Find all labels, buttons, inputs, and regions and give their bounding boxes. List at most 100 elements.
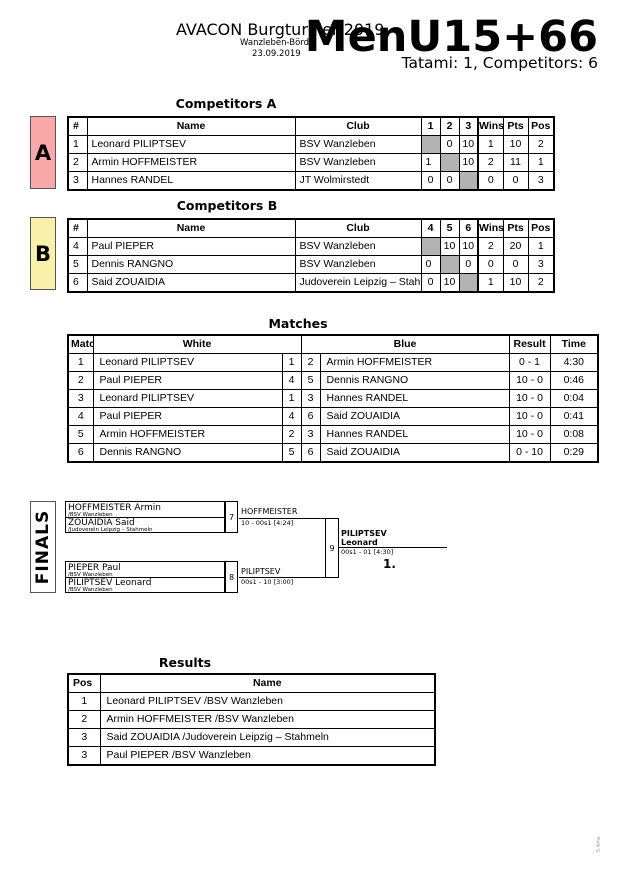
points-cell: 20 xyxy=(502,237,529,256)
col-name: Name xyxy=(86,116,296,136)
col-pos: Pos xyxy=(527,218,555,238)
result-position: 2 xyxy=(67,710,101,729)
blue-fighter: Said ZOUAIDIA xyxy=(319,443,510,463)
blue-fighter: Said ZOUAIDIA xyxy=(319,407,510,426)
white-fighter: Armin HOFFMEISTER xyxy=(92,425,283,444)
competitor-club: BSV Wanzleben xyxy=(294,255,422,274)
pool-a-table: # Name Club 1 2 3 Wins Pts Pos 1 Leonard… xyxy=(67,116,555,191)
col-name: Name xyxy=(86,218,296,238)
match-number: 5 xyxy=(67,425,94,444)
score-cell: 10 xyxy=(439,237,460,256)
col-num: # xyxy=(67,116,88,136)
pool-b-row: 6 Said ZOUAIDIA Judoverein Leipzig – Sta… xyxy=(67,273,555,293)
score-cell: 0 xyxy=(420,171,441,191)
pool-a-row: 3 Hannes RANDEL JT Wolmirstedt 0 0 0 0 3 xyxy=(67,171,555,191)
white-fighter: Paul PIEPER xyxy=(92,407,283,426)
position-cell: 2 xyxy=(527,273,555,293)
semifinal-1-winner: HOFFMEISTER xyxy=(241,507,298,516)
match-time: 0:46 xyxy=(549,371,599,390)
wins-cell: 1 xyxy=(477,135,504,154)
event-place: Wanzleben-Börde xyxy=(240,38,315,48)
score-cell: 10 xyxy=(458,153,479,172)
competitor-name: Leonard PILIPTSEV xyxy=(86,135,296,154)
competitor-name: Armin HOFFMEISTER xyxy=(86,153,296,172)
match-result: 10 - 0 xyxy=(508,425,551,444)
final-place: 1. xyxy=(383,557,396,571)
col-score-5: 5 xyxy=(439,218,460,238)
score-cell xyxy=(420,237,441,256)
fighter-club: /BSV Wanzleben xyxy=(68,512,113,518)
col-pts: Pts xyxy=(502,218,529,238)
pool-b-table: # Name Club 4 5 6 Wins Pts Pos 4 Paul PI… xyxy=(67,218,555,293)
white-number: 4 xyxy=(281,407,302,426)
col-club: Club xyxy=(294,218,422,238)
blue-fighter: Hannes RANDEL xyxy=(319,389,510,408)
competitor-name: Paul PIEPER xyxy=(86,237,296,256)
fighter-club: /Judoverein Leipzig – Stahmeln xyxy=(68,527,153,533)
col-wins: Wins xyxy=(477,116,504,136)
match-result: 0 - 1 xyxy=(508,353,551,372)
blue-fighter: Hannes RANDEL xyxy=(319,425,510,444)
results-header-row: Pos Name xyxy=(67,673,436,693)
white-number: 1 xyxy=(281,353,302,372)
semifinal-2-box: PIEPER Paul /BSV Wanzleben PILIPTSEV Leo… xyxy=(65,561,225,593)
col-score-4: 4 xyxy=(420,218,441,238)
score-cell xyxy=(458,171,479,191)
wins-cell: 0 xyxy=(477,171,504,191)
finals-label: FINALS xyxy=(33,509,53,585)
blue-fighter: Armin HOFFMEISTER xyxy=(319,353,510,372)
col-pos: Pos xyxy=(527,116,555,136)
results-caption: Results xyxy=(158,655,212,670)
score-cell xyxy=(420,135,441,154)
col-pts: Pts xyxy=(502,116,529,136)
competitor-club: Judoverein Leipzig – Stahmeln xyxy=(294,273,422,293)
competitor-club: BSV Wanzleben xyxy=(294,135,422,154)
wins-cell: 0 xyxy=(477,255,504,274)
competitor-number: 1 xyxy=(67,135,88,154)
tatami-info: Tatami: 1, Competitors: 6 xyxy=(401,54,598,72)
result-position: 3 xyxy=(67,746,101,766)
position-cell: 2 xyxy=(527,135,555,154)
competitor-name: Hannes RANDEL xyxy=(86,171,296,191)
result-position: 3 xyxy=(67,728,101,747)
match-number: 8 xyxy=(225,561,238,593)
result-name: Said ZOUAIDIA /Judoverein Leipzig – Stah… xyxy=(99,728,436,747)
result-name: Paul PIEPER /BSV Wanzleben xyxy=(99,746,436,766)
col-white: White xyxy=(92,334,302,354)
blue-number: 2 xyxy=(300,353,321,372)
pool-b-row: 5 Dennis RANGNO BSV Wanzleben 0 0 0 0 3 xyxy=(67,255,555,274)
score-cell: 0 xyxy=(439,135,460,154)
white-fighter: Dennis RANGNO xyxy=(92,443,283,463)
pool-b-header-row: # Name Club 4 5 6 Wins Pts Pos xyxy=(67,218,555,238)
matches-caption: Matches xyxy=(268,316,328,331)
competitor-number: 4 xyxy=(67,237,88,256)
blue-number: 3 xyxy=(300,425,321,444)
pool-a-header-row: # Name Club 1 2 3 Wins Pts Pos xyxy=(67,116,555,136)
blue-number: 5 xyxy=(300,371,321,390)
competitor-name: Dennis RANGNO xyxy=(86,255,296,274)
score-cell: 0 xyxy=(458,255,479,274)
semifinal-2-score: 00s1 - 10 [3:00] xyxy=(241,578,294,586)
match-time: 0:08 xyxy=(549,425,599,444)
competitor-club: JT Wolmirstedt xyxy=(294,171,422,191)
col-match: Match xyxy=(67,334,94,354)
match-result: 0 - 10 xyxy=(508,443,551,463)
score-cell: 10 xyxy=(458,135,479,154)
fighter-name: ZOUAIDIA Said xyxy=(68,518,135,528)
match-result: 10 - 0 xyxy=(508,371,551,390)
match-number: 6 xyxy=(67,443,94,463)
event-title: AVACON Burgturnier 2019 xyxy=(176,20,385,39)
competitor-club: BSV Wanzleben xyxy=(294,237,422,256)
points-cell: 0 xyxy=(502,171,529,191)
white-number: 2 xyxy=(281,425,302,444)
finals-label-box: FINALS xyxy=(30,501,56,593)
score-cell: 10 xyxy=(439,273,460,293)
blue-number: 3 xyxy=(300,389,321,408)
match-number: 3 xyxy=(67,389,94,408)
wins-cell: 2 xyxy=(477,237,504,256)
col-wins: Wins xyxy=(477,218,504,238)
